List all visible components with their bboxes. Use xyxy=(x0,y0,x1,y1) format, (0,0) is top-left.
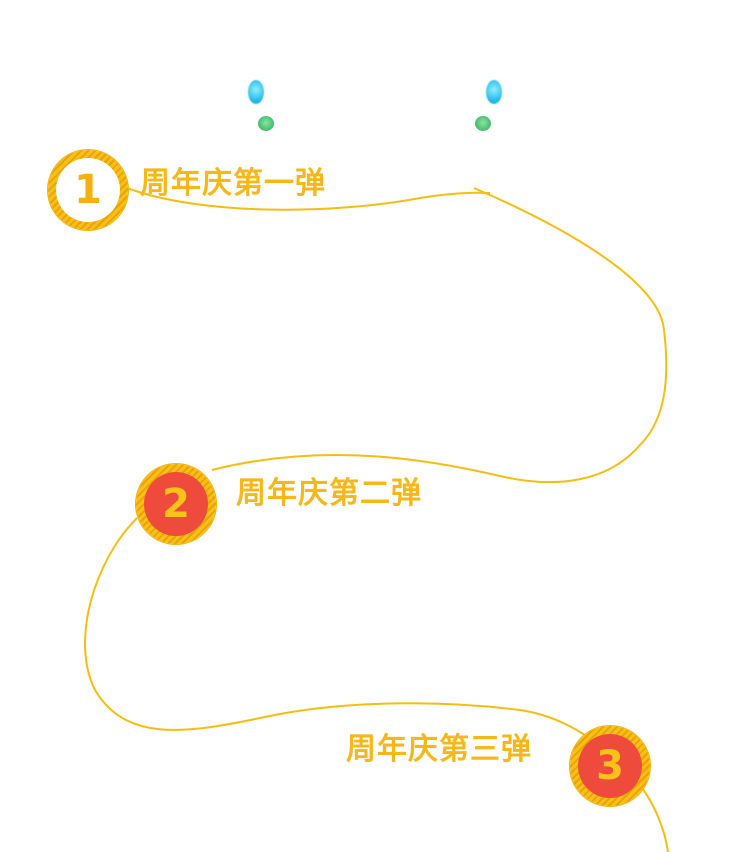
stage-2-badge: 2 xyxy=(136,464,216,544)
decor-blue-dot-right xyxy=(486,80,502,104)
stage-2-number: 2 xyxy=(144,472,208,536)
decor-blue-dot-left xyxy=(248,80,264,104)
stage-1-number: 1 xyxy=(56,158,120,222)
decor-green-dot-right xyxy=(475,116,491,131)
stage-2-title: 周年庆第二弹 xyxy=(236,476,422,511)
stage-3-title: 周年庆第三弹 xyxy=(346,732,532,767)
stage-3-badge: 3 xyxy=(570,726,650,806)
stage-1-title: 周年庆第一弹 xyxy=(140,166,326,201)
decor-green-dot-left xyxy=(258,116,274,131)
stage-1-badge: 1 xyxy=(48,150,128,230)
stage-3-number: 3 xyxy=(578,734,642,798)
